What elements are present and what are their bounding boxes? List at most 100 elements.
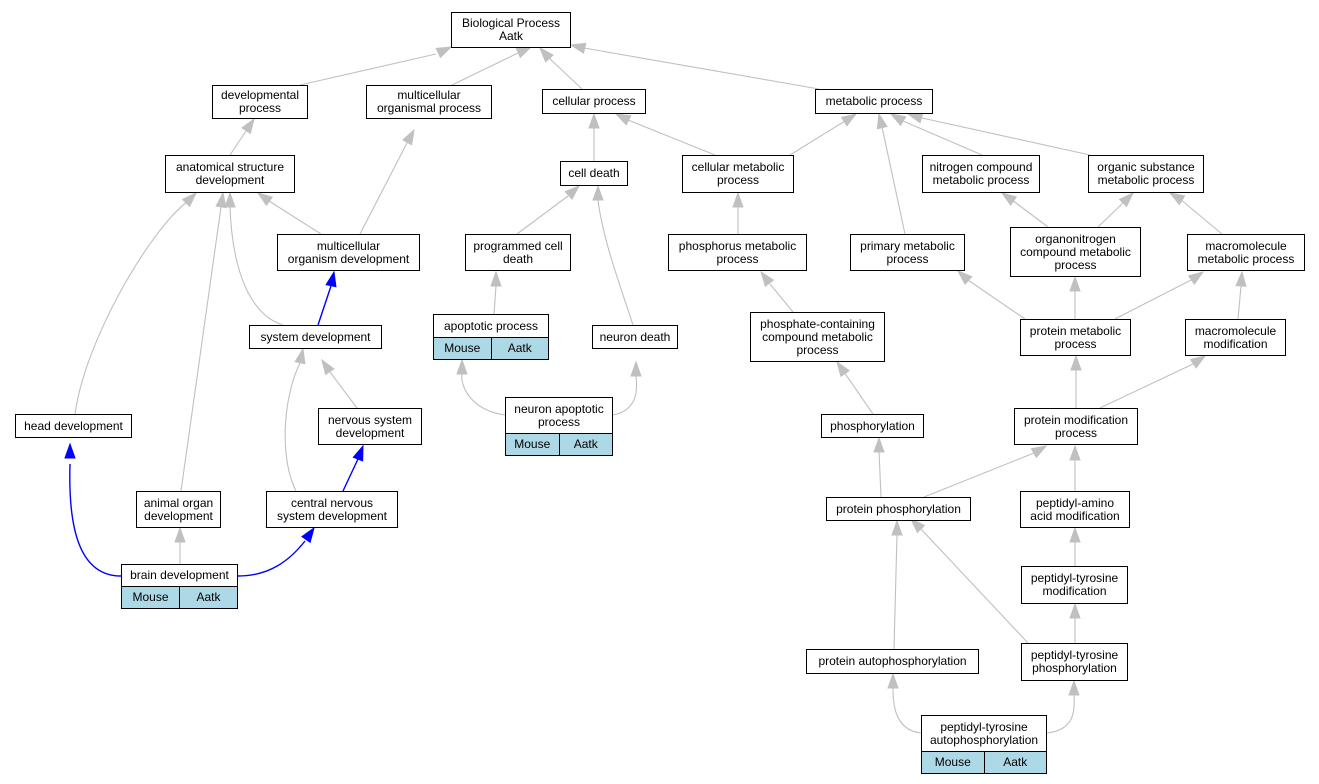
edge-arrowhead (836, 360, 850, 378)
edge-arrowhead (1000, 192, 1018, 206)
edge-line (342, 458, 359, 492)
node-label: nervous system development (327, 412, 413, 440)
node-label: organic substance metabolic process (1097, 160, 1195, 187)
node-organic-substance-metabolic-process[interactable]: organic substance metabolic process (1088, 155, 1204, 193)
edge-arrowhead (515, 46, 533, 59)
annotation-organism[interactable]: Mouse (514, 437, 551, 451)
edge-arrowhead (1069, 444, 1081, 461)
node-label: nitrogen compound metabolic process (929, 160, 1033, 187)
node-phosphate-containing-compound-metabolic-process[interactable]: phosphate-containing compound metabolic … (750, 312, 885, 362)
node-nitrogen-compound-metabolic-process[interactable]: nitrogen compound metabolic process (922, 155, 1040, 193)
edge-line (627, 119, 716, 156)
node-central-nervous-system-development[interactable]: central nervous system development (266, 491, 398, 528)
node-cell-death[interactable]: cell death (560, 161, 628, 186)
node-protein-modification-process[interactable]: protein modification process (1014, 408, 1138, 445)
node-label: phosphorus metabolic process (678, 238, 797, 266)
node-label: macromolecule modification (1194, 323, 1277, 351)
node-biological-process[interactable]: Biological Process Aatk (451, 12, 571, 48)
edge-arrowhead (760, 270, 775, 288)
node-label: peptidyl-tyrosine phosphorylation (1030, 648, 1119, 675)
node-protein-metabolic-process[interactable]: protein metabolic process (1020, 319, 1131, 356)
node-cellular-metabolic-process[interactable]: cellular metabolic process (682, 155, 794, 193)
annotation-gene[interactable]: Aatk (983, 752, 1047, 773)
edge-line (1237, 285, 1242, 320)
annotation-gene[interactable]: Aatk (490, 338, 549, 359)
edge-line (547, 56, 583, 90)
node-anatomical-structure-development[interactable]: anatomical structure development (165, 155, 295, 193)
edge-line (583, 47, 820, 90)
node-multicellular-organismal-process[interactable]: multicellular organismal process (366, 85, 492, 119)
edge-line (923, 452, 1035, 498)
node-label: primary metabolic process (860, 238, 955, 266)
edge-line (229, 127, 249, 156)
node-label: cell death (568, 166, 620, 180)
edge-arrowhead (732, 191, 744, 208)
node-label: animal organ development (143, 495, 214, 523)
edge-line (1046, 694, 1075, 734)
annotation-row: Mouse Aatk (506, 433, 612, 455)
edge-arrowhead (592, 184, 604, 201)
node-cellular-process[interactable]: cellular process (542, 89, 646, 114)
node-phosphorylation[interactable]: phosphorylation (821, 414, 924, 438)
edge-line (1099, 363, 1194, 409)
node-metabolic-process[interactable]: metabolic process (815, 89, 933, 114)
edge-arrowhead (909, 517, 926, 534)
annotation-gene[interactable]: Aatk (179, 587, 237, 608)
annotation-row: Mouse Aatk (434, 337, 548, 359)
node-phosphorus-metabolic-process[interactable]: phosphorus metabolic process (668, 234, 807, 271)
node-protein-autophosphorylation[interactable]: protein autophosphorylation (806, 649, 979, 674)
node-label: protein modification process (1023, 412, 1129, 440)
edge-line (878, 450, 882, 498)
annotation-organism[interactable]: Mouse (132, 590, 169, 604)
edge-line (1011, 199, 1049, 228)
edge-line (789, 120, 846, 156)
node-label: protein phosphorylation (836, 501, 961, 516)
edge-arrowhead (614, 113, 632, 126)
edge-arrowhead (887, 672, 899, 689)
node-label: multicellular organismal process (376, 88, 482, 115)
node-organonitrogen-compound-metabolic-process[interactable]: organonitrogen compound metabolic proces… (1010, 227, 1141, 277)
edge-arrowhead (539, 46, 554, 63)
node-protein-phosphorylation[interactable]: protein phosphorylation (826, 497, 971, 521)
edge-arrowhead (1189, 355, 1207, 369)
node-label: peptidyl-tyrosine autophosphorylation (929, 719, 1039, 747)
edge-arrowhead (1118, 191, 1135, 208)
edge-arrowhead (402, 128, 415, 146)
node-label: anatomical structure development (175, 160, 285, 187)
node-label: metabolic process (825, 94, 923, 108)
node-peptidyl-amino-acid-modification[interactable]: peptidyl-amino acid modification (1020, 491, 1130, 528)
node-multicellular-organism-development[interactable]: multicellular organism development (277, 234, 420, 271)
node-head-development[interactable]: head development (15, 414, 132, 438)
annotation-organism[interactable]: Mouse (444, 341, 481, 355)
edge-line (769, 283, 794, 313)
node-macromolecule-metabolic-process[interactable]: macromolecule metabolic process (1187, 234, 1305, 271)
edge-line (329, 371, 358, 409)
node-neuron-death[interactable]: neuron death (592, 325, 678, 349)
annotation-organism[interactable]: Mouse (934, 755, 971, 769)
edge-line (612, 375, 638, 416)
edge-arrowhead (256, 192, 274, 207)
node-macromolecule-modification[interactable]: macromolecule modification (1185, 319, 1286, 356)
node-system-development[interactable]: system development (249, 325, 382, 349)
node-peptidyl-tyrosine-modification[interactable]: peptidyl-tyrosine modification (1021, 566, 1128, 604)
edge-arrowhead (301, 526, 315, 544)
edge-arrowhead (321, 358, 335, 376)
edge-line (69, 463, 122, 577)
node-animal-organ-development[interactable]: animal organ development (136, 491, 221, 528)
edge-line (967, 279, 1026, 320)
node-programmed-cell-death[interactable]: programmed cell death (465, 234, 571, 271)
edge-line (902, 120, 983, 156)
annotation-gene[interactable]: Aatk (558, 434, 613, 455)
edge-line (268, 200, 322, 235)
node-developmental-process[interactable]: developmental process (212, 85, 308, 119)
node-nervous-system-development[interactable]: nervous system development (318, 408, 422, 445)
edge-line (516, 195, 569, 235)
node-peptidyl-tyrosine-phosphorylation[interactable]: peptidyl-tyrosine phosphorylation (1021, 643, 1128, 681)
node-primary-metabolic-process[interactable]: primary metabolic process (850, 234, 965, 271)
edge-arrowhead (630, 360, 642, 377)
edge-line (229, 205, 284, 326)
